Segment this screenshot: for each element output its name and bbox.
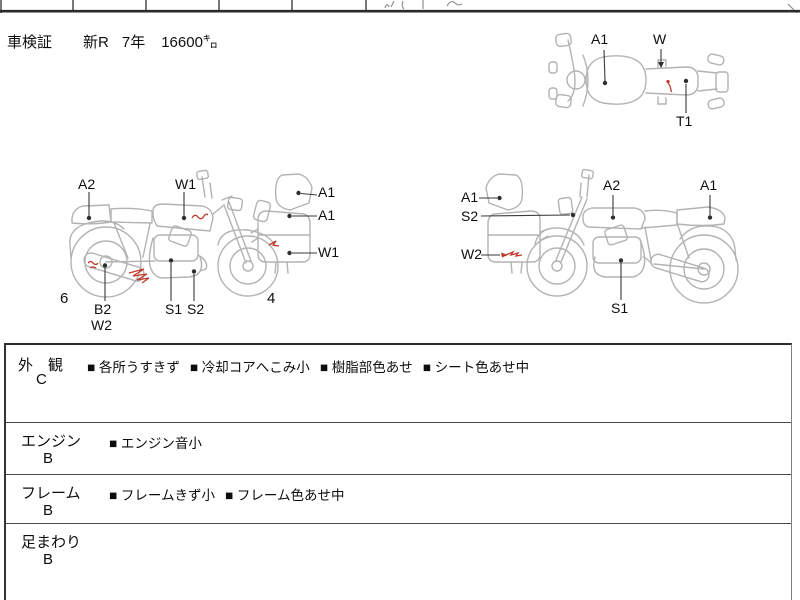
- zone-label-w-tank: W: [653, 31, 667, 47]
- motorcycle-top-outline: [548, 32, 729, 110]
- left-side-diagram: A2 W1 A1 A1 W1 6 B2 W2 S1 S2 4: [50, 165, 340, 345]
- front-cowl-part-outline: [250, 173, 313, 274]
- zone-label-s1-engine: S1: [611, 300, 629, 316]
- tire-depth-rear: 6: [60, 290, 69, 307]
- condition-row: 足まわり B: [6, 524, 791, 599]
- zone-label-w2-cowl: W2: [461, 246, 482, 262]
- defect-item: ■ フレーム色あせ中: [225, 488, 345, 503]
- condition-row: エンジン B ■ エンジン音小: [6, 423, 791, 475]
- top-view-sketch: [548, 32, 729, 113]
- condition-grade: B: [43, 502, 54, 519]
- defect-item: ■ 樹脂部色あせ: [319, 360, 413, 375]
- motorcycle-left-outline: [69, 169, 279, 298]
- shaken-label: 車検証: [7, 34, 53, 51]
- right-side-diagram: A1 S2 W2 A2 A1 S1: [440, 165, 740, 345]
- year-value: 7年: [121, 34, 146, 51]
- zone-label-a1-screen: A1: [461, 189, 479, 205]
- condition-category-label: 足まわり: [21, 534, 82, 551]
- defect-item-list: ■ 各所うすきず ■ 冷却コアへこみ小 ■ 樹脂部色あせ ■ シート色あせ中: [87, 356, 529, 376]
- mileage-value: 16600㌔: [161, 34, 218, 51]
- top-cutoff-row-lines: [0, 0, 800, 14]
- zone-label-w1-cowl: W1: [318, 244, 339, 260]
- zone-label-t1-seat: T1: [676, 113, 693, 129]
- tire-depth-front: 4: [267, 290, 276, 307]
- leader-lines: [603, 49, 687, 113]
- left-side-sketch: [69, 169, 318, 301]
- front-cowl-part-outline: [485, 173, 549, 274]
- damage-marks: [501, 250, 523, 258]
- condition-grade: C: [36, 371, 47, 388]
- motorcycle-right-outline: [526, 168, 739, 304]
- defect-item: ■ 冷却コアへこみ小: [189, 360, 310, 375]
- zone-label-b2-muffler: B2: [94, 301, 112, 317]
- condition-row: フレーム B ■ フレームきず小 ■ フレーム色あせ中: [6, 475, 791, 524]
- condition-category-label: エンジン: [21, 433, 82, 450]
- condition-row: 外 観 C ■ 各所うすきず ■ 冷却コアへこみ小 ■ 樹脂部色あせ ■ シート色あせ…: [6, 345, 791, 423]
- defect-item: ■ シート色あせ中: [422, 360, 530, 375]
- condition-table: 外 観 C ■ 各所うすきず ■ 冷却コアへこみ小 ■ 樹脂部色あせ ■ シート色あせ…: [4, 343, 792, 600]
- leader-dots: [602, 62, 689, 86]
- defect-item: ■ エンジン音小: [109, 436, 202, 451]
- damage-mark: [666, 79, 673, 93]
- zone-label-a1-tank: A1: [591, 31, 609, 47]
- zone-label-s2-fork: S2: [461, 208, 479, 224]
- defect-item-list: ■ エンジン音小: [109, 432, 202, 452]
- damage-marks: [87, 213, 280, 284]
- era-value: 新R: [83, 34, 109, 51]
- zone-label-s2-exhaust: S2: [187, 301, 205, 317]
- leader-lines: [88, 192, 318, 301]
- top-cutoff-row: [0, 0, 800, 14]
- condition-category-label: 外 観: [18, 357, 64, 374]
- defect-item-list: ■ フレームきず小 ■ フレーム色あせ中: [109, 484, 345, 504]
- defect-item: ■ 各所うすきず: [87, 360, 180, 375]
- zone-label-a1-tail: A1: [700, 177, 718, 193]
- leader-dots: [86, 190, 301, 274]
- zone-label-a2-tail: A2: [78, 176, 96, 192]
- zone-label-s1-engine: S1: [165, 301, 183, 317]
- leader-dots: [497, 195, 713, 263]
- zone-label-w2-muffler: W2: [91, 317, 112, 333]
- leader-lines: [479, 195, 711, 300]
- top-view-diagram: A1 W T1: [540, 25, 760, 140]
- condition-category-label: フレーム: [21, 485, 81, 502]
- condition-grade: B: [43, 450, 54, 467]
- right-side-sketch: [479, 168, 739, 304]
- zone-label-a2-tank: A2: [603, 177, 621, 193]
- vehicle-info-line: 車検証 新R 7年 16600㌔: [7, 31, 218, 52]
- zone-label-a1-screen: A1: [318, 184, 336, 200]
- zone-label-w1-tank: W1: [175, 176, 196, 192]
- defect-item: ■ フレームきず小: [109, 488, 215, 503]
- zone-label-a1-cowl: A1: [318, 207, 336, 223]
- condition-grade: B: [43, 551, 54, 568]
